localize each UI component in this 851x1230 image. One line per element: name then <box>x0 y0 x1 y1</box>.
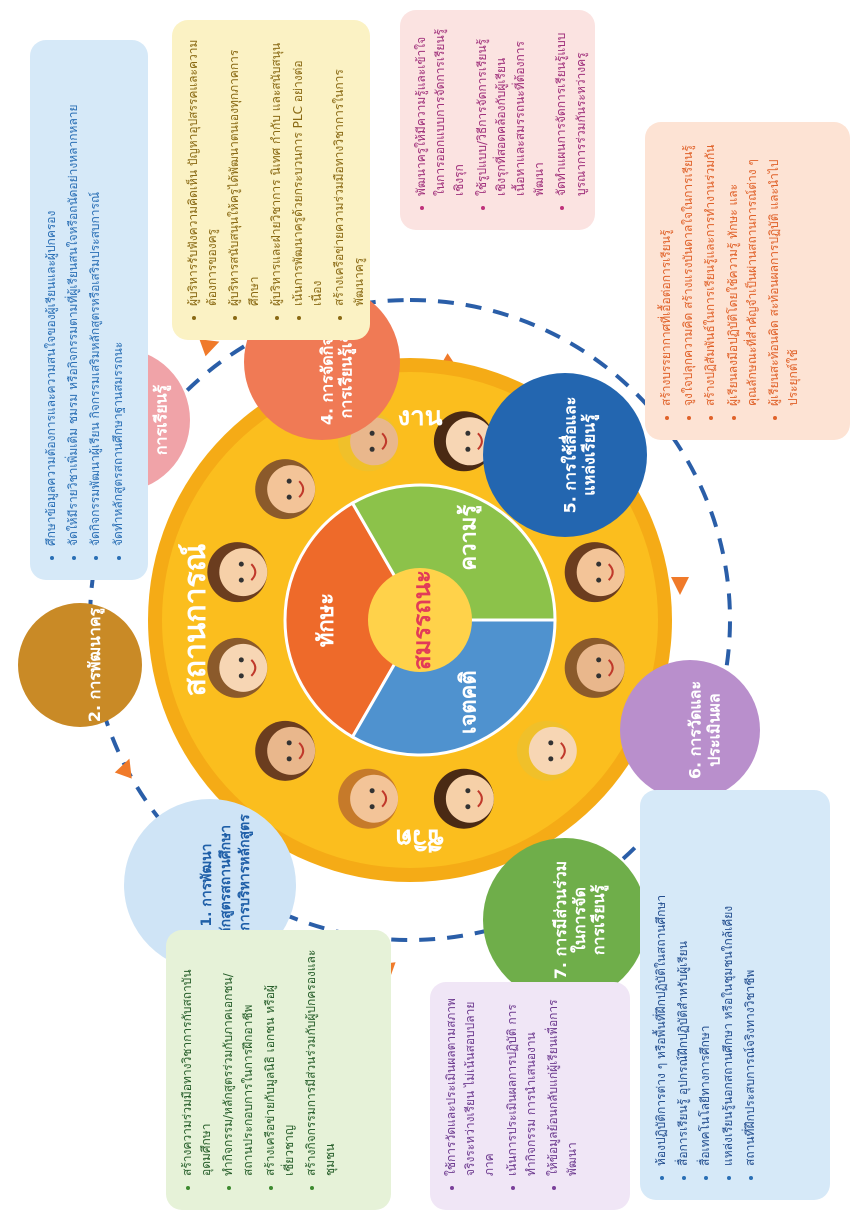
bullet-item: ศึกษาข้อมูลความต้องการและความสนใจของผู้เ… <box>42 56 61 546</box>
bullet-item: สื่อเทคโนโลยีทางการศึกษา <box>696 806 715 1166</box>
center-disc <box>368 568 472 672</box>
bullet-item: เน้นการพัฒนาครูด้วยกระบวนการ PLC อย่างต่… <box>289 36 327 306</box>
bullet-item: ผู้เรียนลงมือปฏิบัติโดยใช้ความรู้ ทักษะ … <box>724 138 762 406</box>
node-label-line: หลักสูตรสถานศึกษา <box>217 825 234 945</box>
kid-face-icon <box>255 459 316 520</box>
kid-face-icon <box>564 542 625 603</box>
node-label-line: 5. การใช้สื่อและ <box>559 397 580 514</box>
node-label-line: และการบริหารหลักสูตร <box>237 814 253 956</box>
pie-segment-skill <box>283 501 422 739</box>
node-label-line: 2. การพัฒนาครู <box>85 607 106 722</box>
bullet-item: สร้างความร่วมมือทางวิชาการกับสถาบันอุดมศ… <box>178 946 216 1176</box>
detail-box-media-resources: ห้องปฏิบัติการต่าง ๆ หรือพื้นที่ฝึกปฏิบั… <box>640 790 830 1200</box>
kid-face-icon <box>338 768 399 829</box>
bullet-item: สื่อการเรียนรู้ อุปกรณ์ฝึกปฏิบัติสำหรับผ… <box>674 806 693 1166</box>
node-label-line: 7. การมีส่วนร่วม <box>551 861 570 979</box>
bullet-item: สร้างบรรยากาศที่เอื้อต่อการเรียนรู้ <box>657 138 676 406</box>
pie-label-skill: ทักษะ <box>314 593 339 647</box>
pie-label-attitude: เจตคติ <box>457 670 482 734</box>
bullet-item: ใช้รูปแบบ/วิธีการจัดการเรียนรู้เชิงรุกที… <box>473 26 550 196</box>
bullet-item: สถานที่ฝึกประสบการณ์จริงทางวิชาชีพ <box>741 806 760 1166</box>
node-label-line: การเรียนรู้ <box>589 884 610 955</box>
bullet-item: ให้ข้อมูลย้อนกลับแก่ผู้เรียนเพื่อการพัฒน… <box>544 998 582 1176</box>
detail-box-active-learning: สร้างบรรยากาศที่เอื้อต่อการเรียนรู้จูงใจ… <box>645 122 850 440</box>
bullet-item: ทำกิจกรรม/หลักสูตรร่วมกับภาคเอกชน/สถานปร… <box>219 946 257 1176</box>
bullet-item: ผู้เรียนสะท้อนคิด สะท้อนผลการปฏิบัติ และ… <box>765 138 803 407</box>
bullet-item: ผู้บริหารสนับสนุนให้ครูได้พัฒนาตนเองทุกภ… <box>225 36 263 306</box>
node-circle <box>483 838 647 1002</box>
kid-face-icon <box>255 720 316 781</box>
node-assessment: 6. การวัดและประเมินผล <box>620 660 760 800</box>
node-label-line: แหล่งเรียนรู้ <box>580 414 601 496</box>
bullet-item: จัดให้มีรายวิชาเพิ่มเติม ชมรม หรือกิจกรร… <box>64 56 83 546</box>
bullet-item: จัดกิจกรรมพัฒนาผู้เรียน กิจกรรมเสริมหลัก… <box>86 56 105 546</box>
node-circle <box>18 603 142 727</box>
detail-box-participation: สร้างความร่วมมือทางวิชาการกับสถาบันอุดมศ… <box>166 930 391 1210</box>
bullet-item: ห้องปฏิบัติการต่าง ๆ หรือพื้นที่ฝึกปฏิบั… <box>652 806 671 1166</box>
node-media-resources: 5. การใช้สื่อและแหล่งเรียนรู้ <box>483 373 647 537</box>
kid-face-icon <box>516 720 577 781</box>
bullet-item: เน้นการประเมินผลการปฏิบัติ การทำกิจกรรม … <box>503 998 541 1176</box>
kid-face-icon <box>207 542 268 603</box>
node-circle <box>620 660 760 800</box>
bullet-item: ผู้บริหารรับฟังความคิดเห็น ปัญหาอุปสรรคแ… <box>184 36 222 306</box>
cycle-dashed-ring <box>88 298 732 942</box>
node-curriculum: 1. การพัฒนาหลักสูตรสถานศึกษาและการบริหาร… <box>124 799 296 971</box>
bullet-item: สร้างกิจกรรมการมีส่วนร่วมกับผู้ปกครองและ… <box>302 946 340 1176</box>
cycle-arrow-icon <box>199 339 220 357</box>
detail-box-assessment: ใช้การวัดและประเมินผลตามสภาพจริงระหว่างเ… <box>430 982 630 1210</box>
cycle-arrow-icon <box>114 758 132 779</box>
bullet-item: แหล่งเรียนรู้นอกสถานศึกษา หรือในชุมชนใกล… <box>719 806 738 1166</box>
bullet-item: ผู้บริหารและฝ่ายวิชาการ นิเทศ กำกับ และส… <box>267 36 286 306</box>
ring-label-situation: สถานการณ์ <box>178 543 213 696</box>
detail-box-curriculum: ศึกษาข้อมูลความต้องการและความสนใจของผู้เ… <box>30 40 148 580</box>
center-title: สมรรถนะ <box>408 570 436 670</box>
ring-label-work: งาน <box>397 402 442 432</box>
bullet-item: พัฒนาครูให้มีความรู้และเข้าใจในการออกแบบ… <box>412 26 470 196</box>
node-participation: 7. การมีส่วนร่วมในการจัดการเรียนรู้ <box>483 838 647 1002</box>
node-circle <box>124 799 296 971</box>
bullet-item: จัดทำหลักสูตรสถานศึกษาฐานสมรรถนะ <box>109 56 128 546</box>
bullet-item: จูงใจปลุกความคิด สร้างแรงบันดาลใจในการเร… <box>679 138 698 406</box>
bullet-item: จัดทำแผนการจัดการเรียนรู้แบบบูรณาการร่วม… <box>552 26 590 196</box>
node-label-line: 6. การวัดและ <box>686 681 705 779</box>
node-teacher-development: 2. การพัฒนาครู <box>18 603 142 727</box>
bullet-item: สร้างเครือข่ายกับมูลนิธิ เอกชน หรือผู้เช… <box>261 946 299 1176</box>
ring-label-life: ชีวิต <box>395 823 444 853</box>
pie-label-knowledge: ความรู้ <box>457 505 483 571</box>
node-label-line: ในการจัด <box>570 887 589 953</box>
kid-face-icon <box>564 637 625 698</box>
node-circle <box>483 373 647 537</box>
node-label-line: การเรียนรู้ <box>152 384 173 455</box>
kid-face-icon <box>207 637 268 698</box>
node-label-line: ประเมินผล <box>705 693 724 766</box>
bullet-item: ใช้การวัดและประเมินผลตามสภาพจริงระหว่างเ… <box>442 998 500 1176</box>
cycle-arrow-icon <box>671 577 689 595</box>
bullet-item: สร้างเครือข่ายความร่วมมือทางวิชาการในการ… <box>330 36 368 306</box>
detail-box-lesson-design: พัฒนาครูให้มีความรู้และเข้าใจในการออกแบบ… <box>400 10 595 230</box>
bullet-item: สร้างปฏิสัมพันธ์ในการเรียนรู้และการทำงาน… <box>701 138 720 406</box>
kid-face-icon <box>433 411 494 472</box>
node-label-line: 1. การพัฒนา <box>199 843 215 926</box>
detail-box-teacher-development: ผู้บริหารรับฟังความคิดเห็น ปัญหาอุปสรรคแ… <box>172 20 370 340</box>
kid-face-icon <box>433 768 494 829</box>
